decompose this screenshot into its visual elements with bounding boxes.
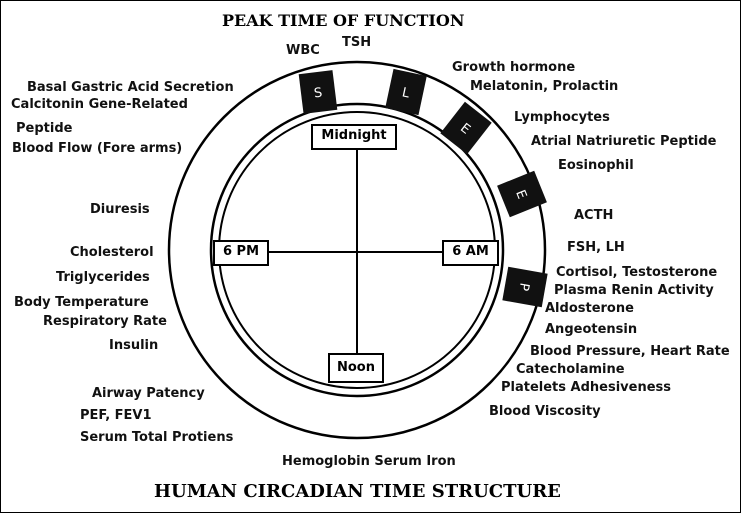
label-platelets: Platelets Adhesiveness bbox=[501, 380, 672, 395]
time-6am: 6 AM bbox=[442, 240, 499, 266]
sleep-block-p: P bbox=[502, 266, 548, 308]
label-aldosterone: Aldosterone bbox=[545, 301, 634, 316]
label-cortisol: Cortisol, Testosterone bbox=[556, 265, 718, 280]
label-triglycerides: Triglycerides bbox=[56, 270, 150, 285]
label-blood-viscosity: Blood Viscosity bbox=[489, 404, 601, 419]
label-cholesterol: Cholesterol bbox=[70, 245, 154, 260]
label-wbc: WBC bbox=[286, 43, 320, 58]
sleep-letter-p: P bbox=[515, 282, 531, 292]
sleep-letter-l: L bbox=[401, 85, 412, 101]
label-hemoglobin: Hemoglobin Serum Iron bbox=[282, 454, 456, 469]
sleep-block-l: L bbox=[385, 68, 427, 116]
label-eosinophil: Eosinophil bbox=[558, 158, 634, 173]
sleep-block-e2: E bbox=[497, 170, 547, 218]
label-growth-hormone: Growth hormone bbox=[452, 60, 576, 75]
sleep-block-s: S bbox=[298, 70, 338, 114]
label-basal-gastric: Basal Gastric Acid Secretion bbox=[27, 80, 234, 95]
label-serum-total-protiens: Serum Total Protiens bbox=[80, 430, 234, 445]
label-angeotensin: Angeotensin bbox=[545, 322, 638, 337]
middle-ring bbox=[209, 102, 505, 398]
label-airway-patency: Airway Patency bbox=[92, 386, 205, 401]
label-catecholamine: Catecholamine bbox=[516, 362, 625, 377]
sleep-block-e1: E bbox=[440, 101, 492, 155]
label-calcitonin: Calcitonin Gene-Related bbox=[11, 97, 188, 112]
label-pef-fev1: PEF, FEV1 bbox=[80, 408, 152, 423]
label-tsh: TSH bbox=[342, 35, 372, 50]
label-blood-flow: Blood Flow (Fore arms) bbox=[12, 141, 183, 156]
label-fsh-lh: FSH, LH bbox=[567, 240, 625, 255]
label-plasma-renin: Plasma Renin Activity bbox=[554, 283, 714, 298]
label-melatonin-prolactin: Melatonin, Prolactin bbox=[470, 79, 619, 94]
time-6pm: 6 PM bbox=[213, 240, 269, 266]
sleep-letter-s: S bbox=[313, 86, 323, 102]
time-midnight: Midnight bbox=[311, 124, 397, 150]
label-body-temperature: Body Temperature bbox=[14, 295, 149, 310]
time-noon: Noon bbox=[328, 353, 384, 383]
label-acth: ACTH bbox=[574, 208, 614, 223]
label-diuresis: Diuresis bbox=[90, 202, 150, 217]
footer-title: HUMAN CIRCADIAN TIME STRUCTURE bbox=[154, 481, 561, 502]
label-lymphocytes: Lymphocytes bbox=[514, 110, 610, 125]
label-atrial-natriuretic: Atrial Natriuretic Peptide bbox=[531, 134, 717, 149]
outer-ring bbox=[167, 60, 547, 440]
label-insulin: Insulin bbox=[109, 338, 159, 353]
label-respiratory-rate: Respiratory Rate bbox=[43, 314, 167, 329]
label-blood-pressure: Blood Pressure, Heart Rate bbox=[530, 344, 730, 359]
label-peptide: Peptide bbox=[16, 121, 73, 136]
diagram-title: PEAK TIME OF FUNCTION bbox=[222, 11, 465, 30]
